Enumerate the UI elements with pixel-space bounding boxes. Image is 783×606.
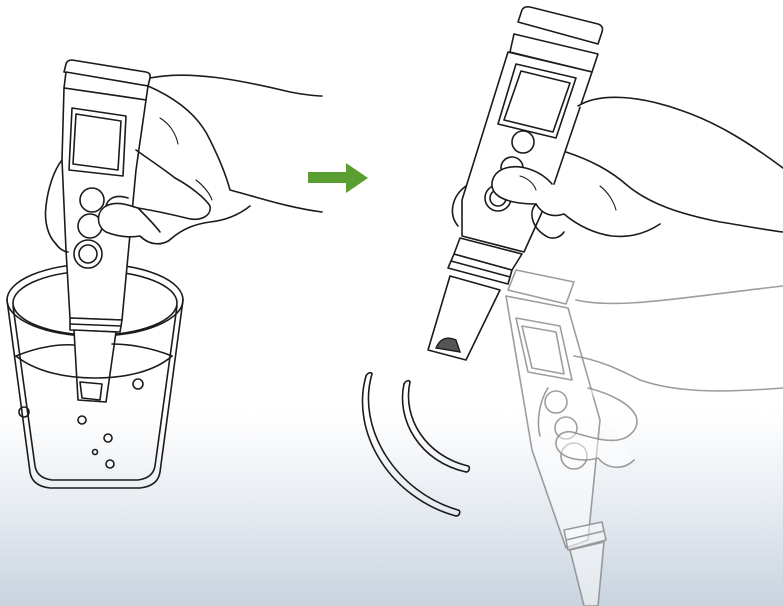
beaker-front (6, 299, 184, 489)
ph-meter-raised (427, 6, 604, 361)
ph-meter-in-beaker (61, 59, 151, 403)
ghost-hand (537, 285, 783, 469)
water-bubbles (18, 378, 144, 469)
right-hand (451, 96, 783, 239)
ghost-ph-meter (505, 269, 607, 606)
motion-arcs (361, 371, 471, 517)
left-hand (44, 74, 323, 253)
right-arrow-icon (308, 163, 368, 193)
